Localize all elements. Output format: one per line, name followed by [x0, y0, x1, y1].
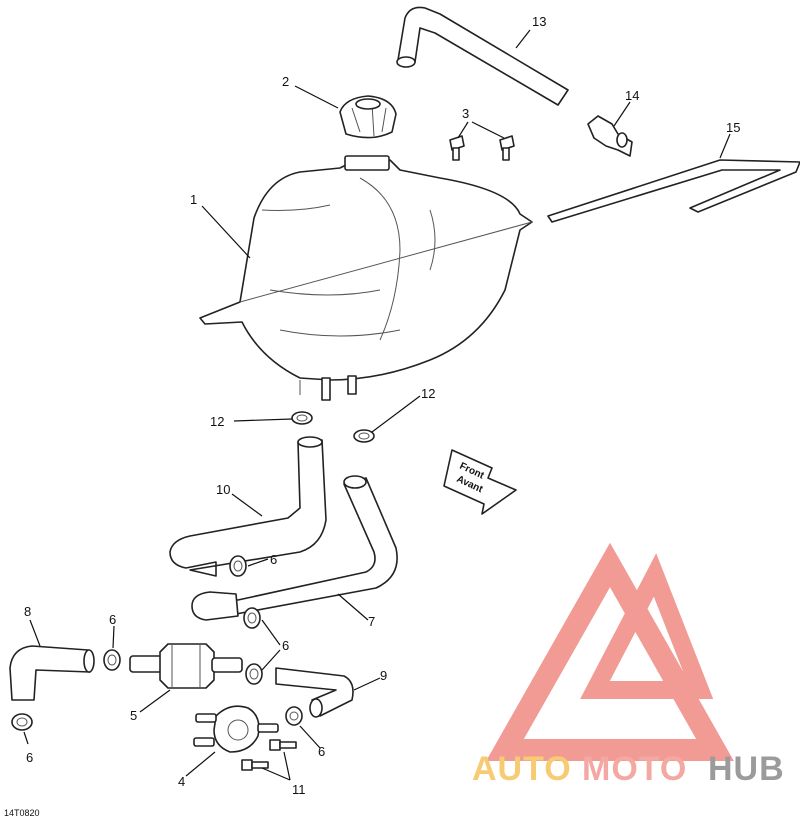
fuel-tank-part-1: [199, 155, 533, 401]
callout-7: 7: [368, 614, 375, 629]
hose-part-9: [275, 667, 354, 718]
watermark-hub: HUB: [708, 750, 785, 788]
callout-1: 1: [190, 192, 197, 207]
clamp-part-6-b: [243, 607, 261, 629]
clamp-part-6-d: [245, 663, 263, 685]
clamp-part-12-left: [291, 411, 313, 425]
watermark-logo: AUTO MOTO HUB: [472, 542, 785, 788]
screw-part-11-lower: [241, 759, 269, 771]
callout-8: 8: [24, 604, 31, 619]
callout-12-right: 12: [421, 386, 435, 401]
callout-13: 13: [532, 14, 546, 29]
clamp-part-12-right: [353, 429, 375, 443]
leader-lines: [23, 29, 731, 781]
front-direction-arrow: Front Avant: [443, 449, 517, 515]
callout-6-d: 6: [26, 750, 33, 765]
hose-part-10: [169, 436, 327, 577]
reference-code: 14T0820: [4, 808, 40, 818]
watermark-moto: MOTO: [582, 750, 687, 788]
clamp-part-6-a: [229, 555, 247, 577]
callout-2: 2: [282, 74, 289, 89]
watermark-auto: AUTO: [472, 750, 572, 788]
callout-labels: 13 2 3 14 15 1 12 12 10 6 7 6 8 6 9 5 6 …: [24, 14, 740, 797]
connector-part-14: [587, 115, 633, 157]
callout-6-b: 6: [282, 638, 289, 653]
watermark-inner-triangle-icon: [580, 553, 714, 699]
callout-15: 15: [726, 120, 740, 135]
clamp-part-6-f: [11, 713, 33, 731]
vent-hose-part-13: [396, 6, 569, 106]
callout-6-a: 6: [270, 552, 277, 567]
hose-part-7: [191, 475, 398, 621]
callout-4: 4: [178, 774, 185, 789]
watermark-triangle-icon: [486, 542, 734, 761]
callout-6-c: 6: [109, 612, 116, 627]
fuel-cap-part-2: [339, 95, 397, 139]
callout-9: 9: [380, 668, 387, 683]
callout-11: 11: [292, 782, 306, 797]
callout-12-left: 12: [210, 414, 224, 429]
valve-part-4: [193, 705, 279, 753]
clamp-part-6-e: [285, 706, 303, 726]
callout-5: 5: [130, 708, 137, 723]
bolt-part-3-left: [449, 135, 465, 161]
screw-part-11-upper: [269, 739, 297, 751]
callout-14: 14: [625, 88, 639, 103]
bolt-part-3-right: [499, 135, 515, 161]
callout-10: 10: [216, 482, 230, 497]
callout-3: 3: [462, 106, 469, 121]
hose-part-8: [9, 645, 95, 701]
callout-6-e: 6: [318, 744, 325, 759]
fuel-filter-part-5: [129, 643, 243, 689]
clamp-part-6-c: [103, 649, 121, 671]
strap-part-15: [547, 159, 800, 223]
